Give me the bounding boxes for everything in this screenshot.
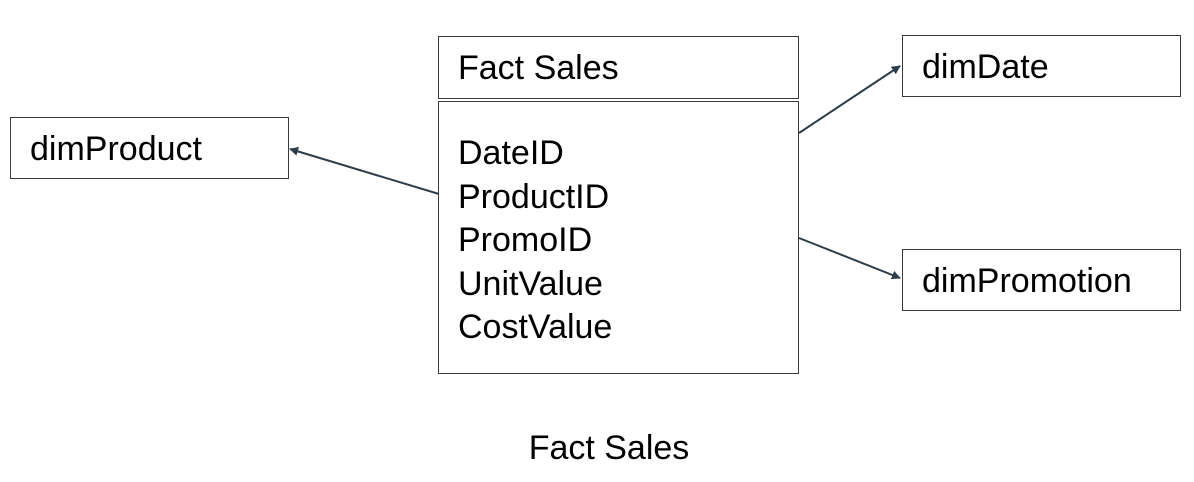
fact-table-title: Fact Sales: [458, 49, 619, 87]
dim-product-box: dimProduct: [10, 117, 289, 179]
fact-field: UnitValue: [458, 264, 603, 303]
fact-table-field-list: DateID ProductID PromoID UnitValue CostV…: [458, 132, 612, 350]
dim-promotion-label: dimPromotion: [922, 262, 1132, 300]
dim-promotion-box: dimPromotion: [902, 249, 1181, 311]
fact-field: DateID: [458, 134, 564, 172]
dim-date-box: dimDate: [902, 35, 1181, 97]
fact-table-fields-box: DateID ProductID PromoID UnitValue CostV…: [438, 101, 799, 374]
arrow-to-dim-date: [798, 65, 901, 134]
fact-field: CostValue: [458, 308, 613, 346]
fact-table-title-box: Fact Sales: [438, 36, 799, 99]
arrow-to-dim-promotion: [798, 237, 901, 280]
arrow-to-dim-product: [289, 147, 440, 195]
fact-field: PromoID: [458, 221, 593, 259]
diagram-caption: Fact Sales: [528, 429, 690, 467]
fact-field: ProductID: [458, 177, 610, 216]
dim-product-label: dimProduct: [30, 130, 202, 168]
dim-date-label: dimDate: [922, 48, 1049, 86]
